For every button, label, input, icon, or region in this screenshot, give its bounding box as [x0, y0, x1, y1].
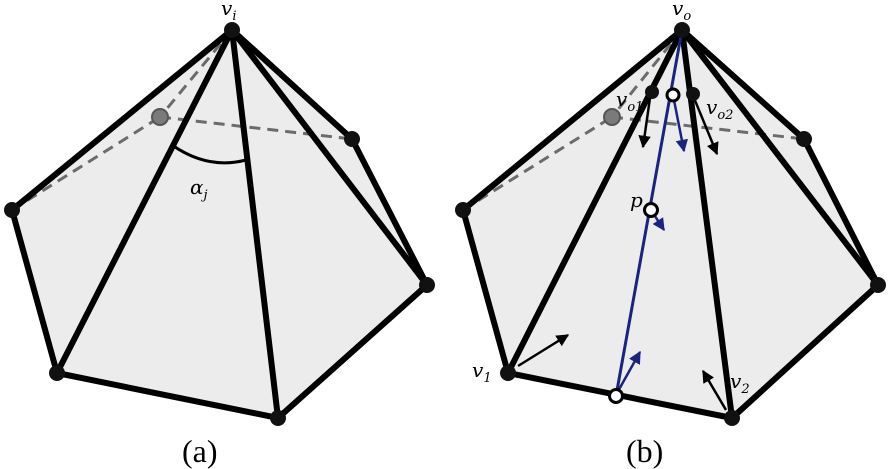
vertex-b-left — [455, 202, 471, 218]
apex-label-b: vo — [672, 0, 691, 24]
edge-b-apex-back — [679, 27, 807, 142]
vertex-b-v1 — [500, 365, 516, 381]
point-p — [643, 202, 659, 218]
vertex-b-v01 — [645, 85, 659, 99]
edge-a-base-2 — [54, 370, 281, 421]
hidden-edge-a-2 — [11, 115, 161, 212]
edge-b-apex-right — [679, 27, 881, 288]
edge-a-apex-front — [229, 27, 281, 421]
vertex-a-back — [344, 131, 360, 147]
hidden-vertex-b — [603, 108, 621, 126]
normal-arrow-v01 — [638, 97, 652, 149]
vertex-b-apex — [674, 22, 690, 38]
edge-b-base-1 — [460, 207, 511, 376]
vertex-a-frontleft — [49, 365, 65, 381]
vertex-a-right — [419, 277, 435, 293]
hidden-vertex-a — [151, 108, 169, 126]
p-label: p — [630, 188, 643, 212]
v02-label: vo2 — [706, 95, 733, 123]
vertex-b-v2 — [724, 410, 740, 426]
vertex-a-left — [4, 202, 20, 218]
edge-a-apex-left — [9, 27, 235, 213]
vertex-b-v02 — [686, 87, 700, 101]
hidden-edge-b-3 — [611, 115, 805, 141]
panel-a: vi αj (a) — [4, 0, 435, 469]
apex-label-a: vi — [221, 0, 236, 24]
normal-arrow-v1 — [517, 333, 570, 368]
angle-arc — [171, 143, 247, 165]
v1-label: v1 — [472, 358, 492, 386]
hidden-edge-b-1 — [610, 29, 684, 118]
edge-b-apex-left — [460, 27, 685, 213]
edge-a-apex-back — [229, 27, 355, 142]
ray-bottom-point — [608, 388, 624, 404]
edge-a-base-4 — [349, 136, 430, 288]
vertex-b-right — [870, 277, 886, 293]
normal-arrow-v02 — [692, 97, 719, 156]
panel-b: vo vo1 vo2 p v1 v2 (b) — [455, 0, 886, 469]
edge-a-base-1 — [9, 207, 60, 376]
edge-a-apex-frontleft — [54, 27, 235, 376]
edge-a-base-3 — [275, 282, 430, 421]
edge-b-base-4 — [801, 136, 881, 288]
hidden-edge-a-3 — [159, 115, 353, 141]
normal-arrow-v2 — [701, 369, 728, 411]
vertex-a-front — [270, 410, 286, 426]
vertex-a-apex — [224, 22, 240, 38]
edge-b-base-3 — [729, 282, 881, 421]
hidden-edge-a-1 — [158, 29, 234, 118]
caption-b: (b) — [626, 433, 663, 469]
v01-label: vo1 — [616, 87, 643, 115]
hidden-edge-b-2 — [462, 115, 613, 212]
ray-arrow-top — [671, 94, 688, 153]
v2-label: v2 — [730, 369, 750, 397]
caption-a: (a) — [182, 433, 218, 469]
angle-label: αj — [190, 175, 208, 203]
pyramid-a-faces — [12, 30, 427, 418]
vertex-b-back — [796, 131, 812, 147]
edge-a-apex-right — [229, 27, 430, 288]
ray-top-point — [665, 87, 681, 103]
ray-arrow-bottom — [615, 350, 642, 394]
